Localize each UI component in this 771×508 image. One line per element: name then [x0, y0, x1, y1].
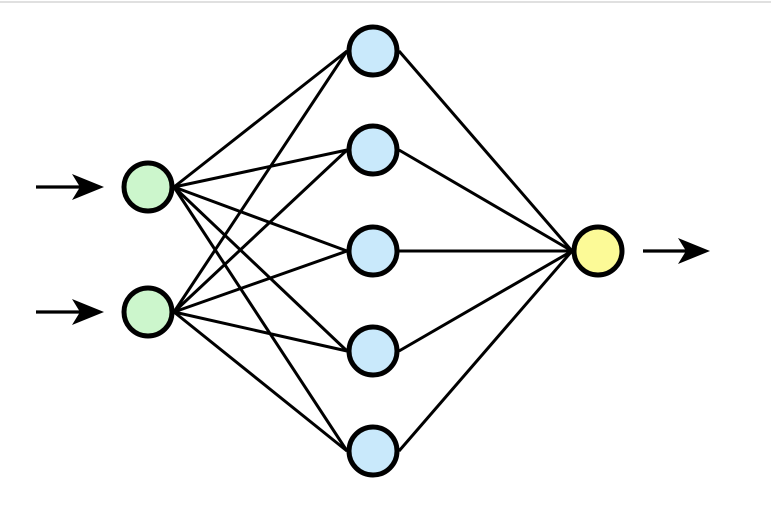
hidden-node-5 [346, 424, 400, 478]
edge-input-node-1-to-hidden-node-2 [173, 148, 348, 189]
input-arrow-2-head-icon [72, 299, 104, 325]
output-arrow-head-icon [678, 238, 710, 264]
edge-hidden-node-1-to-output-node-1 [397, 50, 574, 252]
edge-input-node-1-to-hidden-node-3 [173, 185, 348, 253]
edge-input-node-2-to-hidden-node-1 [172, 50, 349, 313]
edge-input-node-2-to-hidden-node-5 [173, 310, 348, 453]
edge-input-node-2-to-hidden-node-2 [172, 148, 349, 314]
input-node-2 [121, 285, 175, 339]
window-top-border [0, 1, 771, 3]
hidden-node-2 [346, 123, 400, 177]
hidden-node-3 [346, 224, 400, 278]
edge-hidden-node-5-to-output-node-1 [397, 250, 574, 452]
input-node-1 [121, 160, 175, 214]
hidden-node-4 [346, 324, 400, 378]
edge-input-node-1-to-hidden-node-4 [172, 185, 349, 353]
edge-input-node-1-to-hidden-node-5 [172, 186, 349, 452]
edge-hidden-node-2-to-output-node-1 [398, 148, 573, 253]
edge-hidden-node-4-to-output-node-1 [398, 249, 573, 353]
edge-input-node-1-to-hidden-node-1 [173, 49, 348, 189]
input-arrow-1-head-icon [72, 174, 104, 200]
edge-input-node-2-to-hidden-node-4 [173, 310, 348, 353]
edge-input-node-2-to-hidden-node-3 [173, 249, 348, 314]
hidden-node-1 [346, 24, 400, 78]
output-node-1 [571, 224, 625, 278]
